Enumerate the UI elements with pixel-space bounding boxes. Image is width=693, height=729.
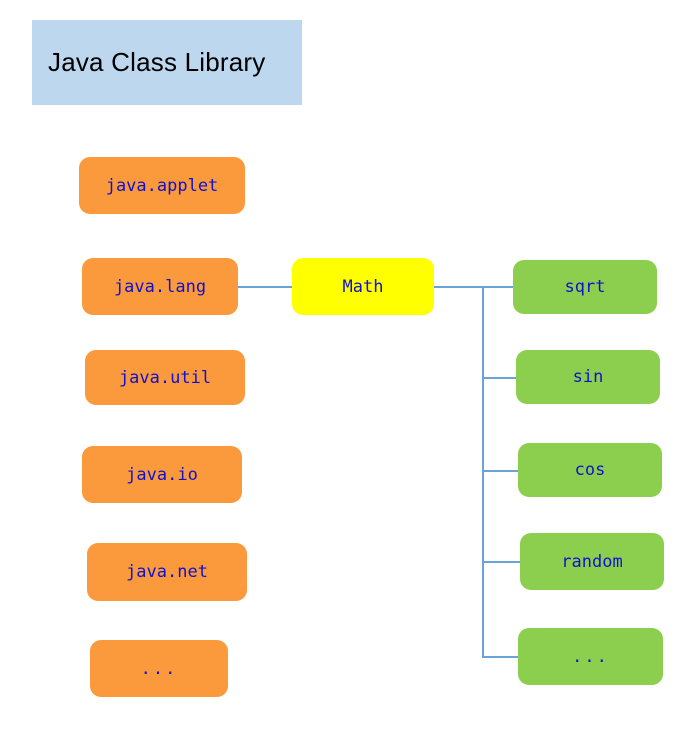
method-node-label: sqrt [564, 277, 606, 297]
edge-branch-sin [482, 377, 516, 379]
class-node-math[interactable]: Math [292, 258, 434, 315]
method-node-cos[interactable]: cos [518, 443, 662, 497]
package-node-label: java.lang [113, 276, 207, 297]
method-node-label: cos [574, 460, 606, 480]
method-node-random[interactable]: random [520, 533, 664, 590]
edge-branch---- [482, 656, 518, 658]
package-node-java-lang[interactable]: java.lang [82, 258, 238, 315]
diagram-title-banner: Java Class Library [32, 20, 302, 105]
package-node-label: java.applet [105, 175, 219, 196]
method-node-label: sin [572, 367, 604, 387]
edge-math-to-trunk [434, 286, 483, 288]
package-node-label: java.io [126, 464, 198, 485]
class-node-label: Math [342, 276, 384, 297]
page-title: Java Class Library [48, 47, 266, 77]
method-node-sin[interactable]: sin [516, 350, 660, 404]
package-node-label: java.net [126, 562, 208, 582]
edge-branch-random [482, 561, 520, 563]
package-node-label: java.util [118, 367, 212, 388]
method-node-label: random [561, 551, 623, 572]
package-node-java-io[interactable]: java.io [82, 446, 242, 503]
edge-branch-sqrt [482, 286, 513, 288]
package-node-java-util[interactable]: java.util [85, 350, 245, 405]
package-node-java-net[interactable]: java.net [87, 543, 247, 601]
method-node----[interactable]: ... [518, 628, 663, 685]
package-node-label: ... [140, 658, 178, 679]
method-node-sqrt[interactable]: sqrt [513, 260, 657, 314]
edge-branch-cos [482, 470, 518, 472]
edge-javalang-to-math [238, 286, 292, 288]
package-node-java-applet[interactable]: java.applet [79, 157, 245, 214]
method-node-label: ... [572, 646, 609, 667]
package-node----[interactable]: ... [90, 640, 228, 697]
